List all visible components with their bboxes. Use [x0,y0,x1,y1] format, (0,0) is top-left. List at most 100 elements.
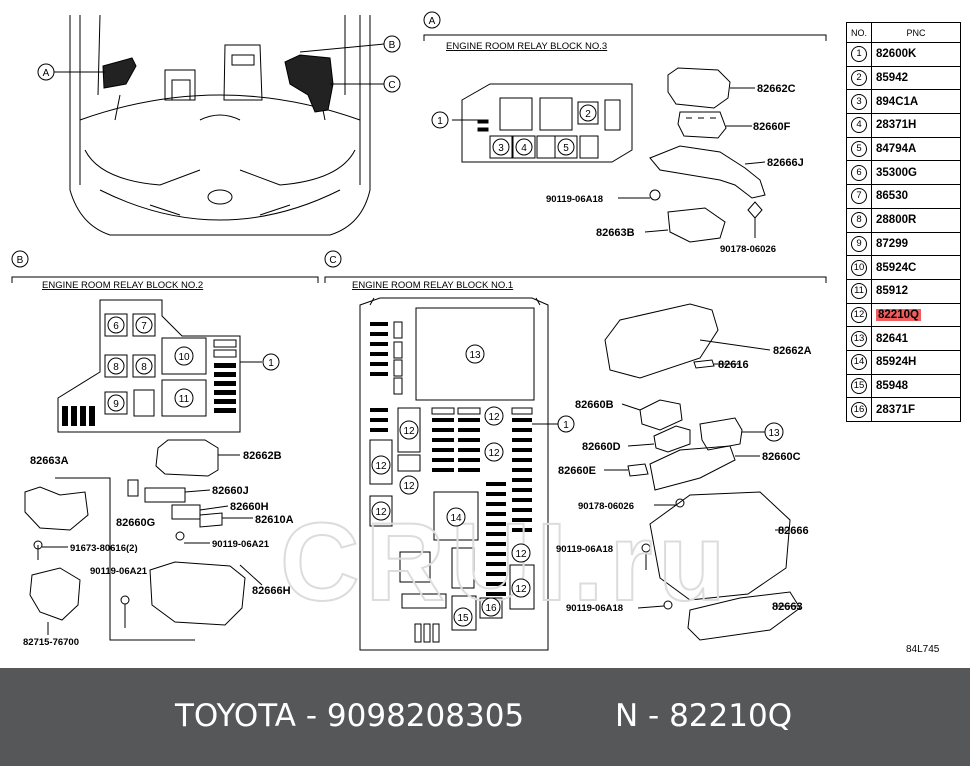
svg-text:8: 8 [113,362,119,373]
part-label-90178-06026: 90178-06026 [720,244,776,255]
footer-brand-part-number: TOYOTA - 9098208305 [175,698,525,734]
pnc-row-number: 14 [845,349,873,375]
pnc-table-row[interactable]: 12 82210Q [845,302,962,328]
svg-text:3: 3 [498,143,504,154]
pnc-row-number: 13 [845,326,873,351]
relay-block-no3-lower-case [667,207,726,243]
svg-text:B: B [17,255,24,266]
pnc-code: 82600K [871,42,962,67]
pnc-code-highlighted: 82210Q [871,302,962,328]
pnc-code: 85912 [871,278,962,304]
relay-block-no2-top-view [57,299,241,433]
part-label-82663: 82663 [772,601,803,613]
pnc-row-number: 3 [845,89,873,115]
section-a-title: ENGINE ROOM RELAY BLOCK NO.3 [446,41,607,52]
pnc-code-text: 28371H [876,119,917,132]
pnc-code: 28371F [871,397,962,422]
pnc-code: 35300G [871,160,962,186]
part-label-82660E: 82660E [558,465,596,477]
svg-text:5: 5 [563,143,569,154]
svg-text:9: 9 [113,399,119,410]
svg-text:1: 1 [563,420,569,431]
car-front-overview [69,14,371,236]
relay-block-no1-lower-bracket [687,591,801,641]
svg-text:12: 12 [488,412,500,423]
relay-block-no1-top-view [359,297,549,651]
part-label-82663A: 82663A [30,455,69,467]
pnc-table-header-pnc: PNC [871,22,962,43]
pnc-row-number: 1 [845,42,873,67]
row-number-circle: 10 [851,259,867,276]
pnc-row-number: 2 [845,65,873,91]
part-label-82660D: 82660D [582,441,621,453]
pnc-code-text: 894C1A [876,95,919,108]
pnc-code: 85924H [871,349,962,375]
svg-text:1: 1 [268,358,274,369]
relay-block-no3-cover [667,67,731,109]
relay-block-no3-top-view [461,83,633,163]
footer-pnc-code: N - 82210Q [615,698,793,734]
pnc-table-row[interactable]: 15 85948 [845,373,962,399]
pnc-code-text: 82641 [876,332,908,345]
part-label-82610A: 82610A [255,514,294,526]
relay-block-no2-lower-bracket [29,567,81,621]
svg-text:8: 8 [141,362,147,373]
pnc-code: 84794A [871,136,962,162]
pnc-code: 85924C [871,255,962,280]
footer-bar: TOYOTA - 9098208305 N - 82210Q [0,668,970,766]
row-number-circle: 8 [851,212,867,229]
row-number-circle: 11 [851,283,867,300]
svg-text:1: 1 [437,116,443,127]
part-label-90119-06A21-right: 90119-06A21 [212,539,270,550]
pnc-row-number: 5 [845,136,873,162]
part-label-82662C: 82662C [757,83,796,95]
svg-text:12: 12 [375,507,387,518]
pnc-table-row[interactable]: 16 28371F [845,397,962,422]
svg-text:A: A [429,16,436,27]
svg-text:12: 12 [515,584,527,595]
part-label-82660C: 82660C [762,451,801,463]
part-label-82660J: 82660J [212,485,249,497]
part-label-82662B: 82662B [243,450,282,462]
pnc-code-text: 87299 [876,237,908,250]
pnc-code: 28371H [871,113,962,138]
part-label-82660H: 82660H [230,501,269,513]
pnc-code: 87299 [871,231,962,257]
part-label-82666H: 82666H [252,585,291,597]
row-number-circle: 15 [851,377,867,394]
row-number-circle: 16 [851,401,867,418]
part-label-82715-76700: 82715-76700 [23,637,79,648]
part-label-82666J: 82666J [767,157,804,169]
relay-block-no3-location-icon [102,57,137,89]
svg-text:12: 12 [488,448,500,459]
row-number-circle: 12 [851,306,867,323]
pnc-code-text: 85948 [876,379,908,392]
row-number-circle: 14 [851,354,867,371]
svg-text:4: 4 [521,143,527,154]
section-marker-a: A [423,11,441,29]
pnc-table-header-no: NO. [845,22,873,43]
part-label-90178-06026-c: 90178-06026 [578,501,634,512]
watermark: CRUI.ru [280,501,731,624]
pnc-code-text: 82210Q [876,308,921,321]
pnc-code-text: 28371F [876,403,916,416]
part-label-82660F: 82660F [753,121,791,133]
svg-text:C: C [329,255,336,266]
pnc-row-number: 12 [845,302,873,328]
svg-text:13: 13 [768,428,780,439]
